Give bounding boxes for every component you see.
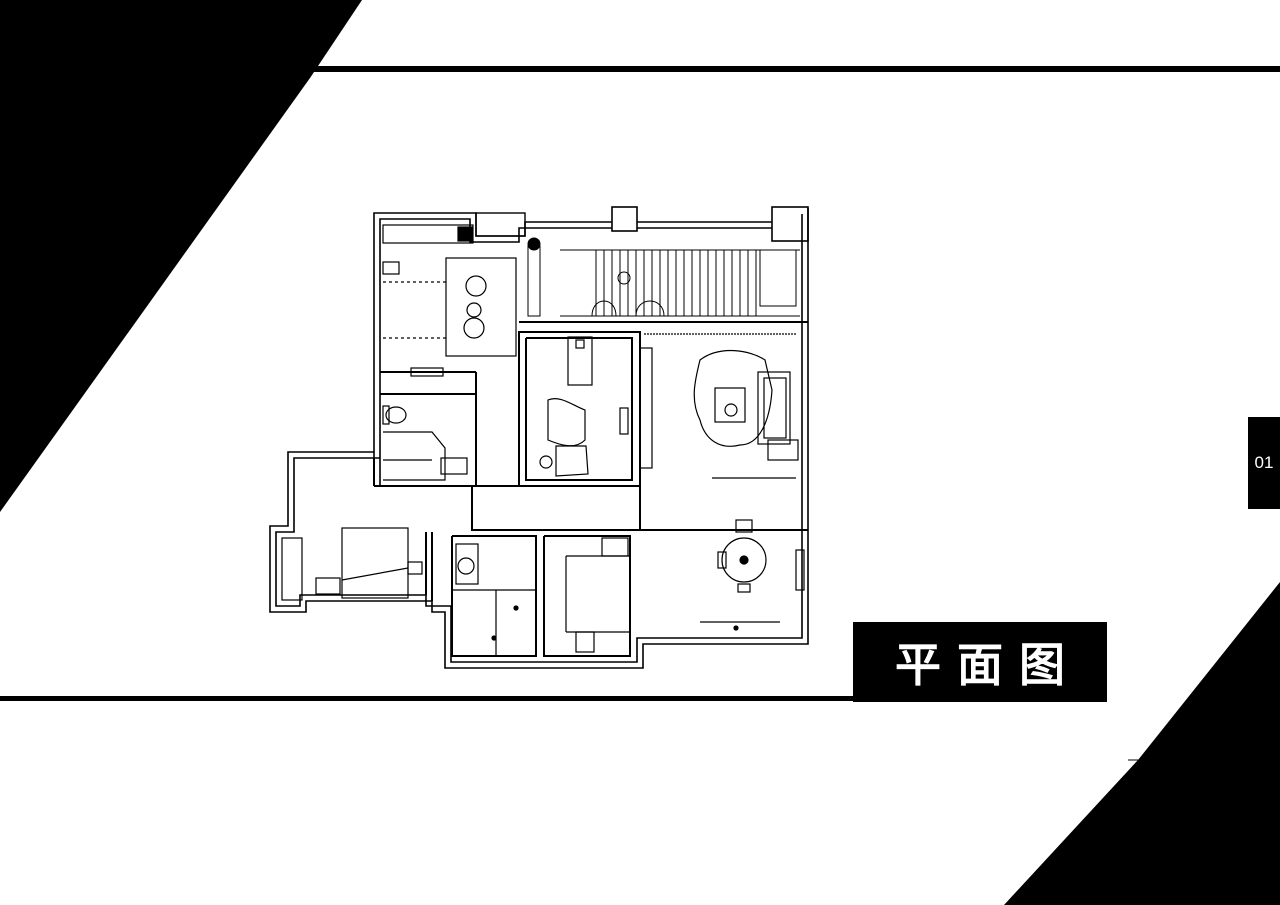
column-1 — [611, 206, 638, 232]
left-black-panel — [0, 78, 310, 512]
staircase-hatch — [527, 237, 800, 317]
dining-furniture — [700, 519, 805, 631]
bathroom-2 — [452, 543, 536, 656]
bottom-right-black-panel — [1004, 582, 1280, 905]
outer-walls — [269, 208, 809, 669]
study-furniture — [382, 224, 517, 377]
page-number-tab: 01 — [1248, 417, 1280, 509]
top-rule — [312, 66, 1280, 72]
bathroom-3 — [565, 537, 630, 653]
column-2 — [771, 206, 809, 242]
top-left-black-band — [0, 0, 362, 78]
living-room-furniture — [644, 333, 799, 479]
balcony-left — [281, 537, 303, 601]
master-bedroom-furniture — [315, 527, 423, 599]
column-3 — [475, 212, 526, 237]
bathroom-1 — [382, 405, 468, 481]
bottom-rule — [0, 696, 855, 701]
plan-title-label: 平面图 — [853, 622, 1107, 702]
bedroom-2-furniture — [539, 336, 653, 477]
